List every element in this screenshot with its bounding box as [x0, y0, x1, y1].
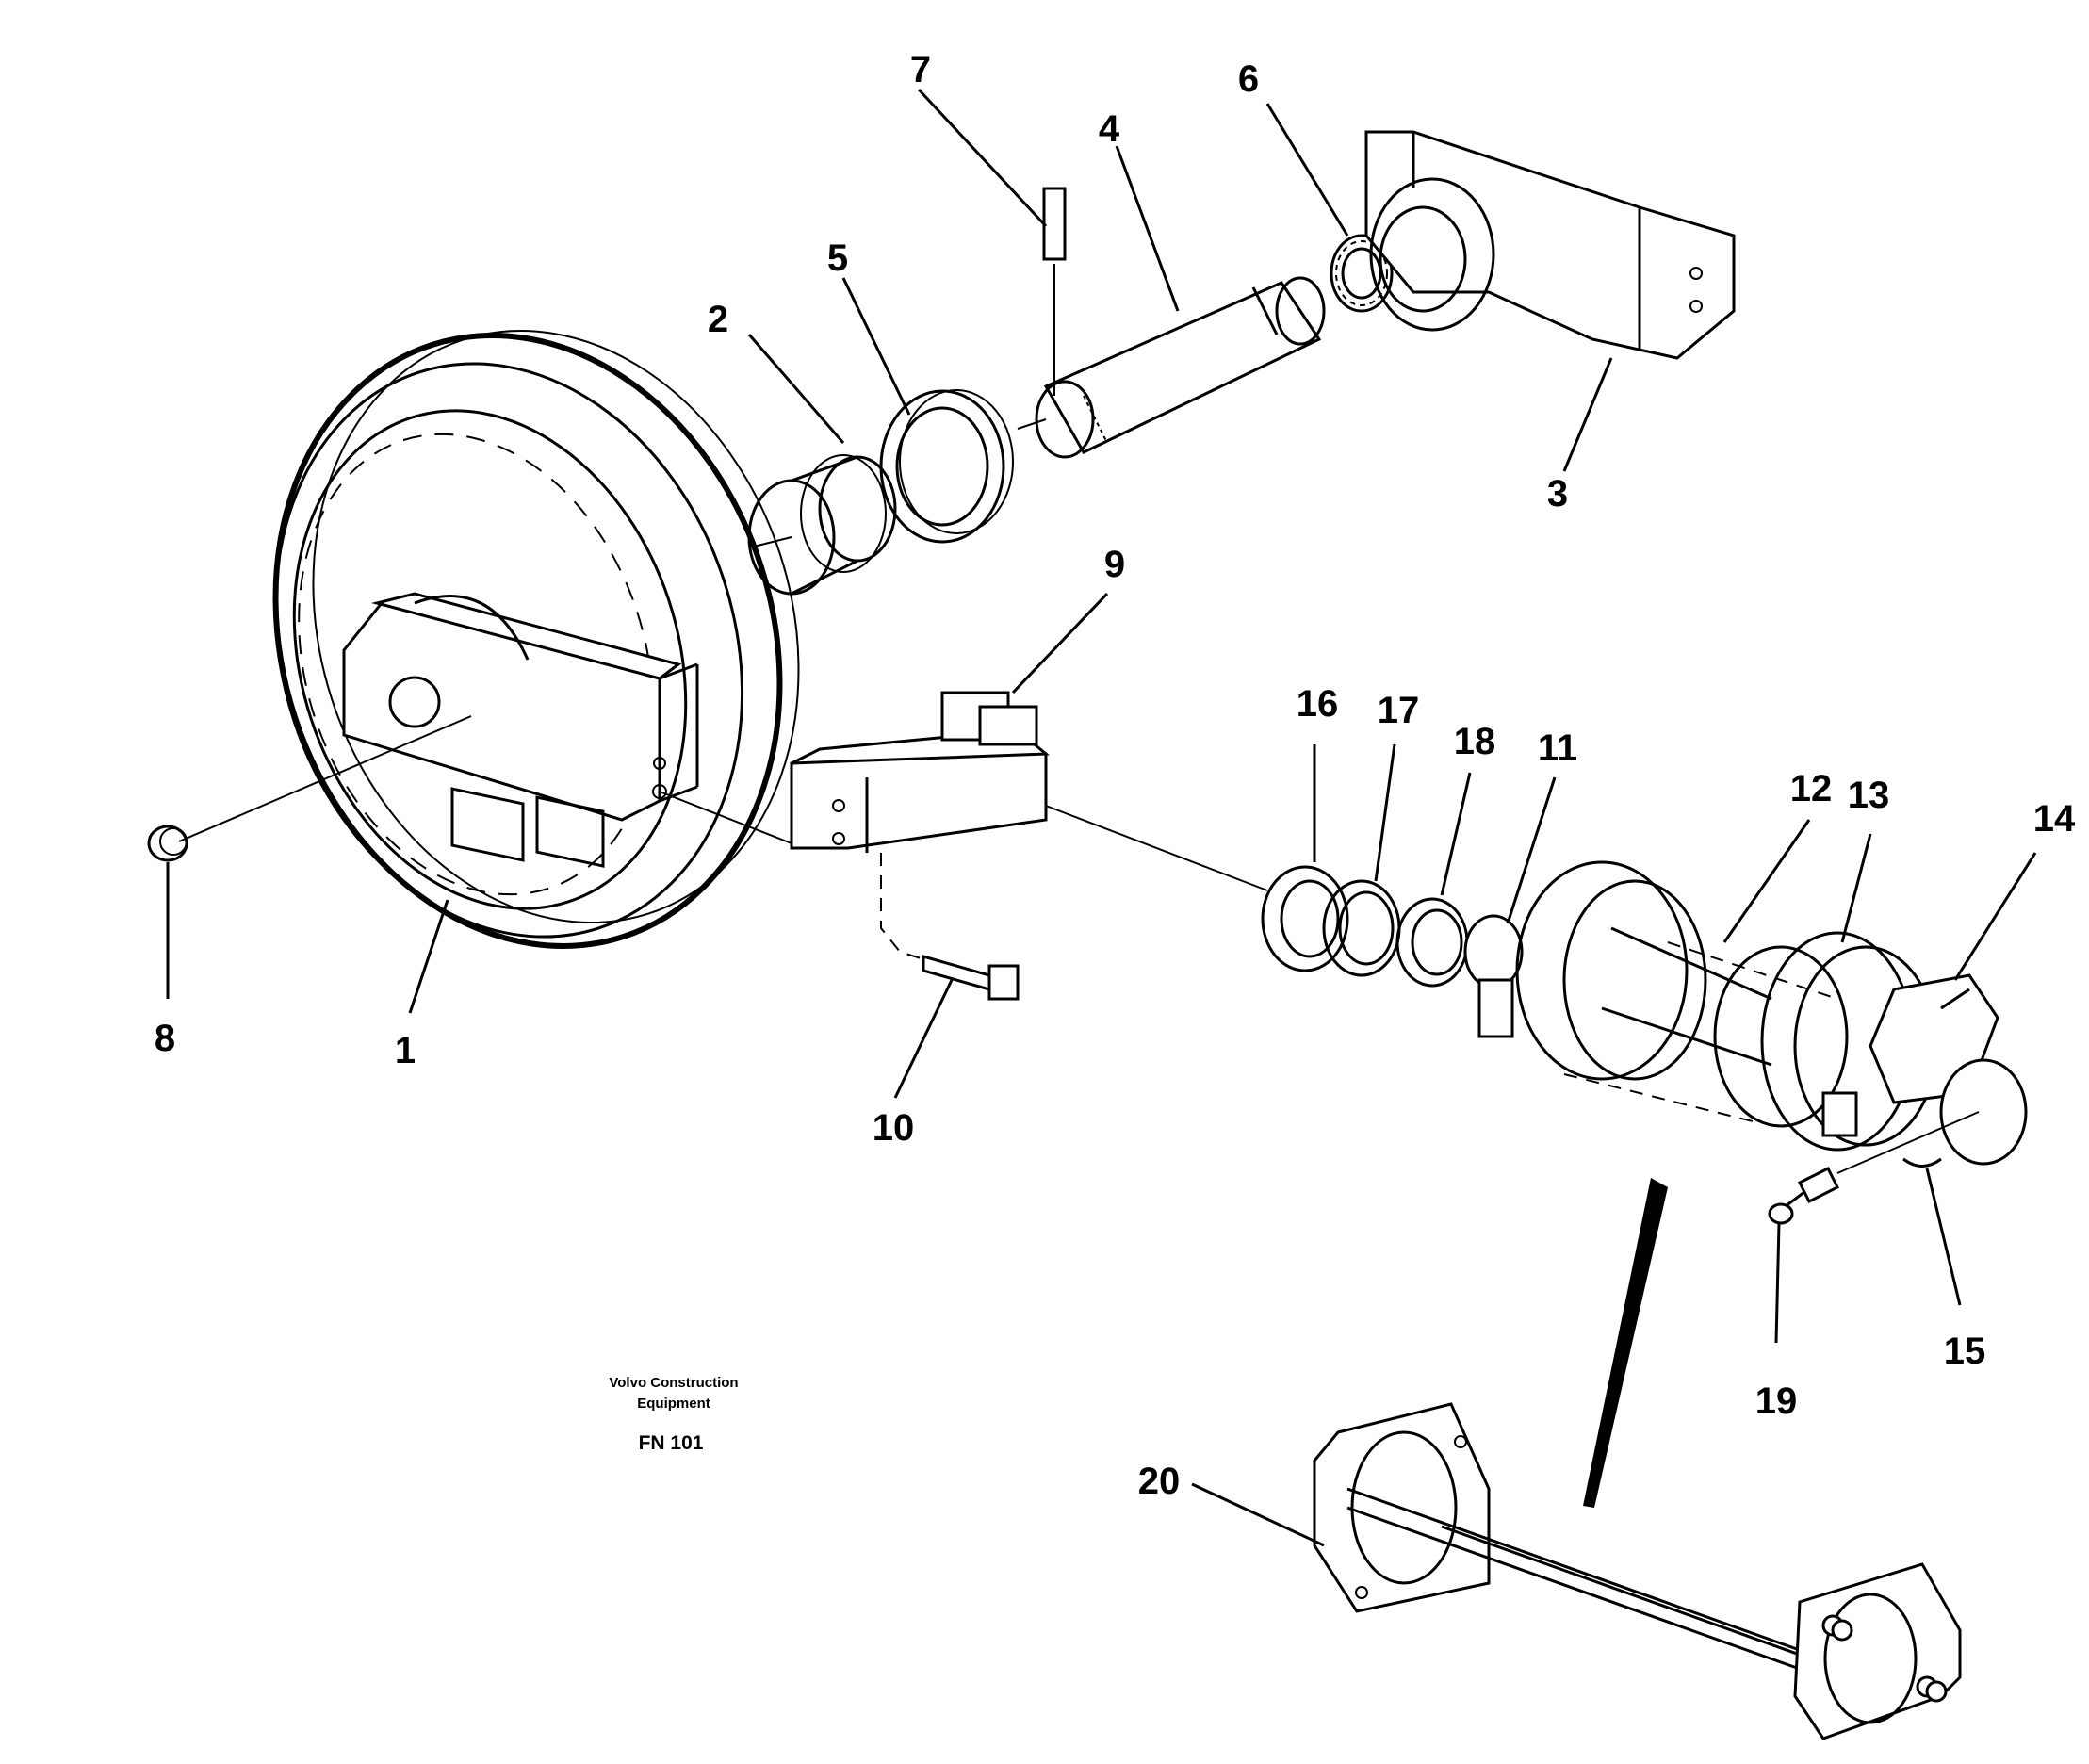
part-label-8: 8: [155, 1018, 175, 1059]
seal-ring-17-part: [1322, 879, 1401, 977]
seal-ring-part: [879, 389, 1014, 544]
part-label-9: 9: [1104, 544, 1125, 585]
brand-name-line2: Equipment: [637, 1396, 710, 1412]
part-label-14: 14: [2033, 798, 2076, 840]
bearing-part: [1330, 234, 1394, 313]
part-label-18: 18: [1454, 721, 1496, 762]
bolt-part: [880, 853, 1020, 1001]
part-label-4: 4: [1099, 108, 1120, 150]
leader-lines: [166, 88, 2037, 1547]
seal-ring-16-part: [1261, 865, 1349, 972]
part-label-5: 5: [827, 237, 848, 279]
part-label-15: 15: [1944, 1331, 1986, 1372]
plug-part: [147, 825, 188, 862]
part-label-19: 19: [1755, 1380, 1798, 1422]
part-label-16: 16: [1297, 683, 1339, 725]
part-label-17: 17: [1378, 690, 1420, 731]
part-label-1: 1: [395, 1030, 416, 1071]
part-label-7: 7: [910, 49, 931, 90]
idler-wheel-part: [272, 330, 800, 949]
part-label-13: 13: [1848, 775, 1890, 816]
brand-name-line1: Volvo Construction: [609, 1375, 738, 1391]
part-label-2: 2: [708, 299, 728, 340]
shaft-part: [1017, 276, 1326, 459]
part-labels: 1 2 3 4 5 6 7 8 9 10 11 12 13 14 15 16 1…: [155, 49, 2076, 1502]
drawing-code: FN 101: [639, 1432, 704, 1454]
spacer-block-part: [790, 691, 1050, 853]
part-label-10: 10: [873, 1107, 915, 1149]
part-label-11: 11: [1538, 727, 1577, 769]
grease-nipple-part: [1768, 1111, 1980, 1225]
part-label-6: 6: [1238, 58, 1259, 100]
hub-assembly-part: [1463, 860, 2028, 1168]
detail-arrow: [1583, 1178, 1668, 1508]
seal-ring-18-part: [1395, 897, 1469, 988]
pin-part: [1042, 187, 1067, 396]
bushing-part: [747, 454, 897, 596]
part-label-3: 3: [1547, 473, 1568, 514]
part-label-12: 12: [1790, 768, 1833, 809]
part-label-20: 20: [1138, 1461, 1181, 1502]
tie-rod-part: [1313, 1402, 1962, 1740]
yoke-part: [1364, 130, 1736, 360]
